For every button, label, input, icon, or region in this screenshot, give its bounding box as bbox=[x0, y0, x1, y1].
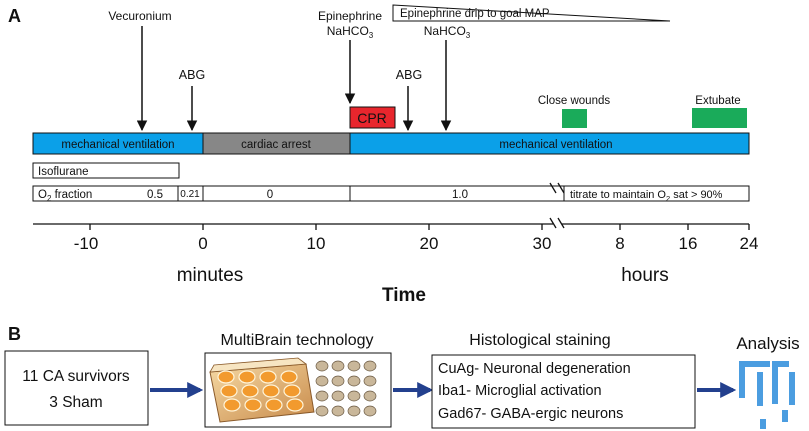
embedded-brain bbox=[262, 384, 280, 398]
brain-section bbox=[331, 375, 345, 387]
embedded-brain bbox=[238, 370, 256, 384]
o2-fraction-bar bbox=[32, 185, 750, 202]
tick-label-0: 0 bbox=[198, 234, 207, 253]
embedded-brain bbox=[220, 384, 238, 398]
brain-section bbox=[363, 390, 377, 402]
axis-break bbox=[549, 182, 565, 229]
brain-section bbox=[315, 390, 329, 402]
epi-drip-label: Epinephrine drip to goal MAP bbox=[400, 8, 550, 20]
cpr-label: CPR bbox=[357, 110, 387, 126]
mech-vent-label-2: mechanical ventilation bbox=[499, 139, 612, 151]
analysis-title: Analysis bbox=[736, 334, 799, 353]
tick-label-20: 20 bbox=[420, 234, 439, 253]
time-label: Time bbox=[382, 285, 426, 306]
histo-title: Histological staining bbox=[469, 332, 610, 349]
embedded-brain bbox=[217, 370, 235, 384]
subjects-box bbox=[4, 350, 149, 426]
extubate-marker bbox=[692, 108, 747, 128]
fiji-logo-icon bbox=[739, 361, 795, 429]
brain-sections-image bbox=[315, 360, 377, 417]
histo-item-2: Iba1- Microglial activation bbox=[438, 383, 602, 399]
o2-titrate-label: titrate to maintain O2 sat > 90% bbox=[570, 189, 723, 203]
brain-section bbox=[363, 360, 377, 372]
brain-section bbox=[315, 405, 329, 417]
histo-item-3: Gad67- GABA-ergic neurons bbox=[438, 406, 623, 422]
brain-section bbox=[331, 405, 345, 417]
panel-b-label: B bbox=[8, 324, 21, 344]
gel-block-image bbox=[209, 357, 315, 423]
mech-vent-bar-2 bbox=[349, 132, 750, 155]
embedded-brain bbox=[286, 398, 304, 412]
histo-box bbox=[431, 354, 696, 429]
tick-label-10: 10 bbox=[307, 234, 326, 253]
abg-label-2: ABG bbox=[396, 68, 422, 82]
o2-value-3: 0 bbox=[267, 189, 273, 201]
tick-label-30: 30 bbox=[533, 234, 552, 253]
multibrain-title: MultiBrain technology bbox=[221, 332, 374, 349]
subjects-line-2: 3 Sham bbox=[49, 394, 102, 411]
brain-section bbox=[347, 375, 361, 387]
brain-section bbox=[331, 390, 345, 402]
brain-section bbox=[347, 390, 361, 402]
o2-value-2: 0.21 bbox=[180, 189, 200, 200]
embedded-brain bbox=[265, 398, 283, 412]
epinephrine-label: Epinephrine bbox=[318, 9, 382, 23]
o2-fraction-label: O2 fraction bbox=[38, 189, 92, 203]
embedded-brain bbox=[283, 384, 301, 398]
o2-value-4: 1.0 bbox=[452, 189, 468, 201]
brain-section bbox=[347, 360, 361, 372]
nahco3-label-1: NaHCO3 bbox=[327, 24, 374, 40]
embedded-brain bbox=[223, 398, 241, 412]
embedded-brain bbox=[241, 384, 259, 398]
brain-section bbox=[363, 375, 377, 387]
embedded-brain bbox=[259, 370, 277, 384]
mech-vent-label-1: mechanical ventilation bbox=[61, 139, 174, 151]
epi-drip-wedge bbox=[392, 4, 671, 22]
histo-item-1: CuAg- Neuronal degeneration bbox=[438, 361, 631, 377]
embedded-brain bbox=[280, 370, 298, 384]
minutes-label: minutes bbox=[177, 265, 244, 286]
brain-section bbox=[347, 405, 361, 417]
abg-label-1: ABG bbox=[179, 68, 205, 82]
nahco3-label-2: NaHCO3 bbox=[424, 24, 471, 40]
subjects-line-1: 11 CA survivors bbox=[22, 368, 130, 385]
close-wounds-marker bbox=[562, 109, 587, 128]
embedded-brain bbox=[244, 398, 262, 412]
isoflurane-label: Isoflurane bbox=[38, 166, 89, 178]
tick-label-m10: -10 bbox=[74, 234, 99, 253]
hours-label: hours bbox=[621, 265, 669, 286]
brain-section bbox=[315, 360, 329, 372]
extubate-label: Extubate bbox=[695, 95, 740, 107]
tick-label-24h: 24 bbox=[740, 234, 759, 253]
brain-section bbox=[315, 375, 329, 387]
panel-a-label: A bbox=[8, 6, 21, 26]
brain-section bbox=[363, 405, 377, 417]
o2-value-1: 0.5 bbox=[147, 189, 163, 201]
vecuronium-label: Vecuronium bbox=[108, 9, 171, 23]
isoflurane-bar bbox=[32, 162, 180, 179]
cpr-box bbox=[349, 106, 396, 129]
brain-section bbox=[331, 360, 345, 372]
tick-label-16h: 16 bbox=[679, 234, 698, 253]
cardiac-arrest-label: cardiac arrest bbox=[241, 139, 311, 151]
close-wounds-label: Close wounds bbox=[538, 95, 610, 107]
tick-label-8h: 8 bbox=[615, 234, 624, 253]
